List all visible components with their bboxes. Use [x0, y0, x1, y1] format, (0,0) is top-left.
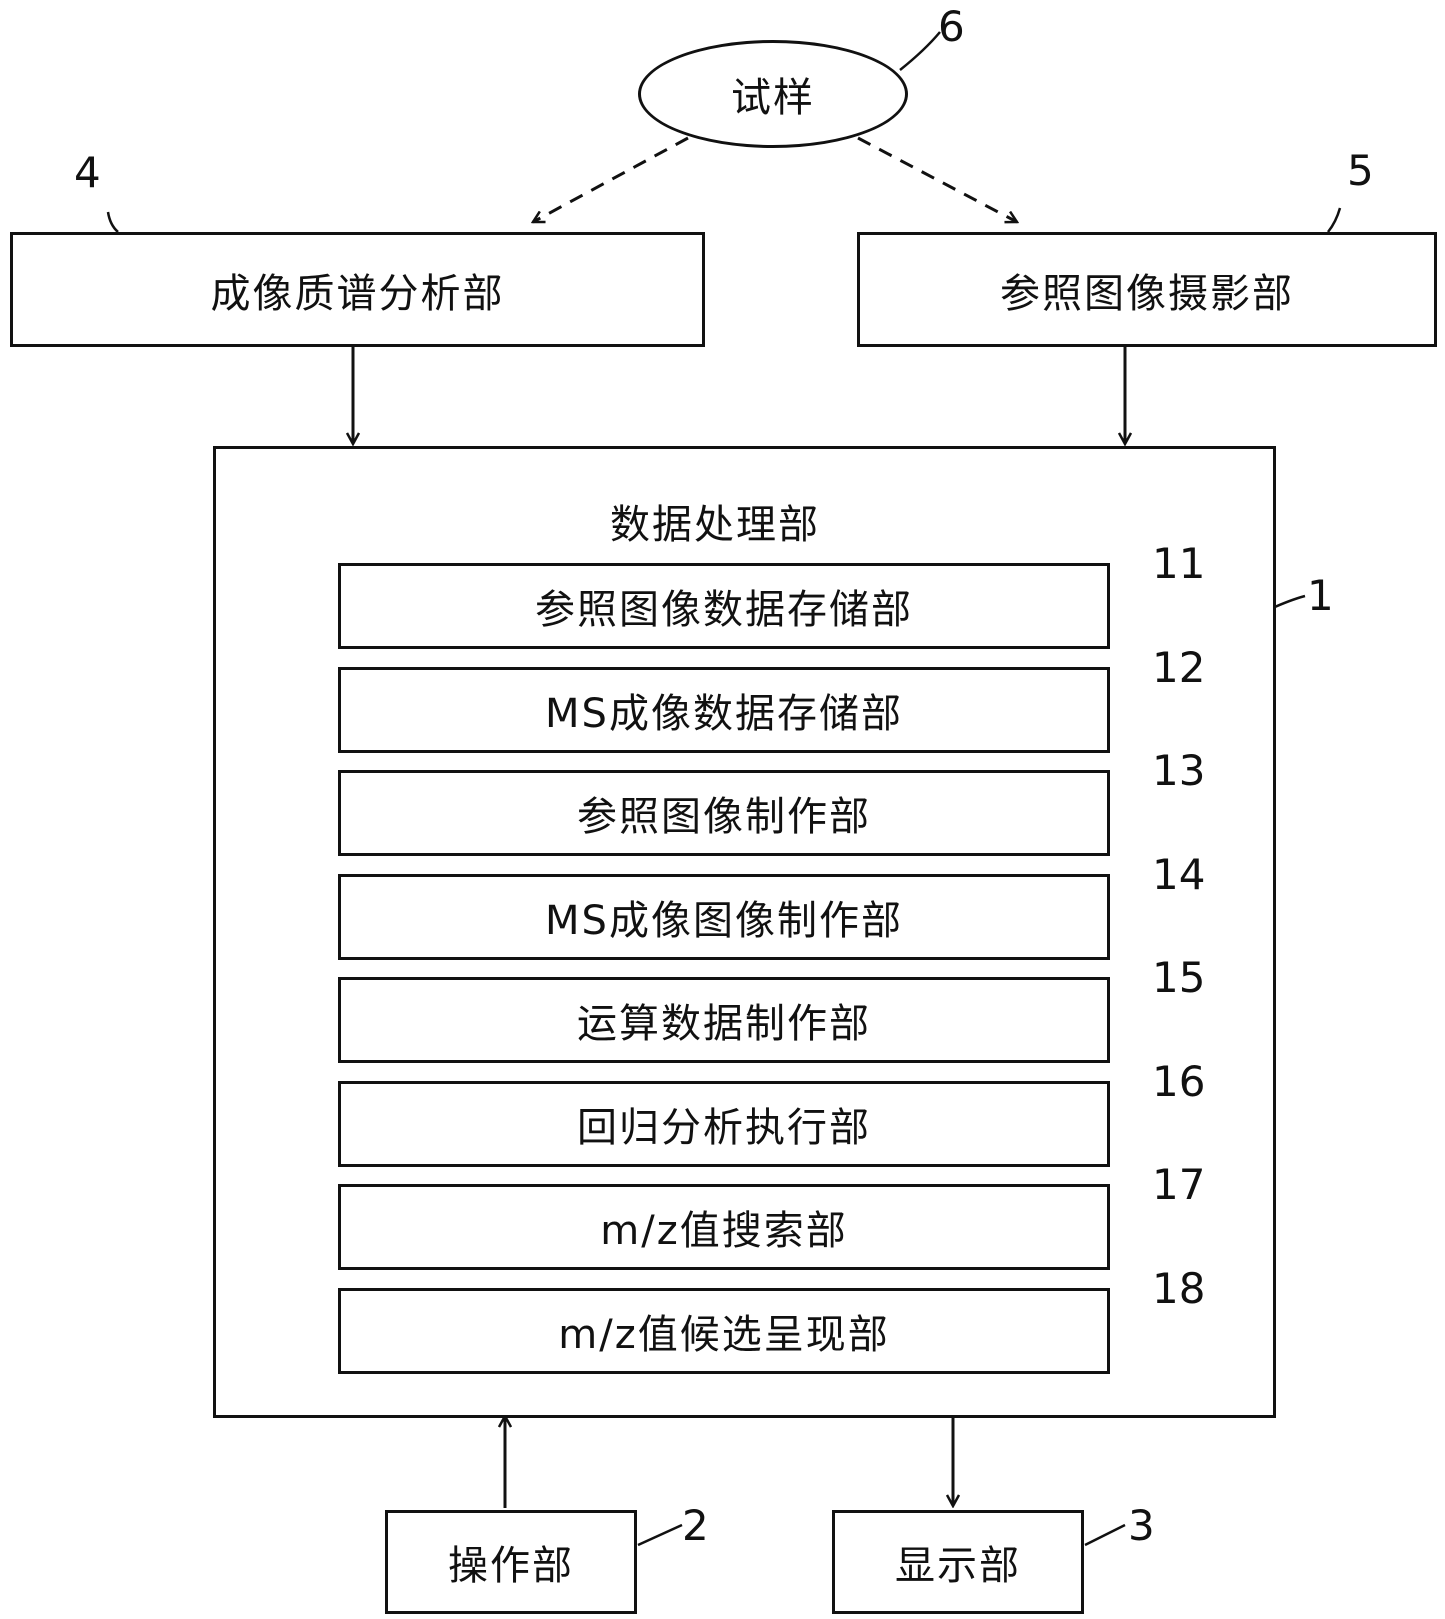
- ref-number-4: 4: [74, 148, 101, 197]
- ref-number-5: 5: [1347, 146, 1374, 195]
- ref-number-11: 11: [1152, 539, 1206, 588]
- data-processing-title: 数据处理部: [610, 502, 820, 548]
- processing-unit-label: MS成像图像制作部: [545, 898, 903, 944]
- processing-unit-label: 参照图像制作部: [577, 794, 871, 840]
- leader-6: [899, 31, 941, 71]
- processing-unit-11: 参照图像数据存储部: [338, 563, 1110, 649]
- imaging-ms-box: 成像质谱分析部: [10, 232, 705, 347]
- processing-unit-14: MS成像图像制作部: [338, 874, 1110, 960]
- sample-ellipse: 试样: [638, 40, 908, 148]
- operation-label: 操作部: [448, 1543, 574, 1589]
- ref-number-17: 17: [1152, 1160, 1206, 1209]
- sample-to-imaging-arrow: [533, 136, 689, 224]
- leader-4: [106, 211, 119, 233]
- processing-unit-17: m/z值搜索部: [338, 1184, 1110, 1270]
- display-label: 显示部: [895, 1543, 1021, 1589]
- reference-camera-box: 参照图像摄影部: [857, 232, 1437, 347]
- operation-box: 操作部: [385, 1510, 637, 1614]
- sample-label: 试样: [731, 75, 815, 121]
- processing-unit-label: 回归分析执行部: [577, 1105, 871, 1151]
- processing-unit-18: m/z值候选呈现部: [338, 1288, 1110, 1374]
- processing-unit-label: 参照图像数据存储部: [535, 587, 913, 633]
- ref-number-12: 12: [1152, 643, 1206, 692]
- processing-unit-label: MS成像数据存储部: [545, 691, 903, 737]
- ref-number-3: 3: [1128, 1501, 1155, 1550]
- ref-number-15: 15: [1152, 953, 1206, 1002]
- ref-number-2: 2: [682, 1501, 709, 1550]
- processing-unit-16: 回归分析执行部: [338, 1081, 1110, 1167]
- ref-number-18: 18: [1152, 1264, 1206, 1313]
- processing-unit-12: MS成像数据存储部: [338, 667, 1110, 753]
- ref-number-6: 6: [938, 2, 965, 51]
- leader-3: [1084, 1523, 1126, 1547]
- processing-unit-15: 运算数据制作部: [338, 977, 1110, 1063]
- leader-5: [1327, 207, 1342, 233]
- display-box: 显示部: [832, 1510, 1084, 1614]
- processing-unit-label: 运算数据制作部: [577, 1001, 871, 1047]
- processing-unit-label: m/z值候选呈现部: [558, 1312, 890, 1358]
- processing-unit-13: 参照图像制作部: [338, 770, 1110, 856]
- ref-number-13: 13: [1152, 746, 1206, 795]
- processing-unit-label: m/z值搜索部: [600, 1208, 848, 1254]
- sample-to-camera-arrow: [857, 136, 1017, 222]
- ref-number-14: 14: [1152, 850, 1206, 899]
- imaging-ms-label: 成像质谱分析部: [210, 270, 505, 317]
- ref-number-1: 1: [1307, 571, 1334, 620]
- ref-number-16: 16: [1152, 1057, 1206, 1106]
- leader-2: [637, 1523, 683, 1547]
- reference-camera-label: 参照图像摄影部: [1000, 270, 1294, 317]
